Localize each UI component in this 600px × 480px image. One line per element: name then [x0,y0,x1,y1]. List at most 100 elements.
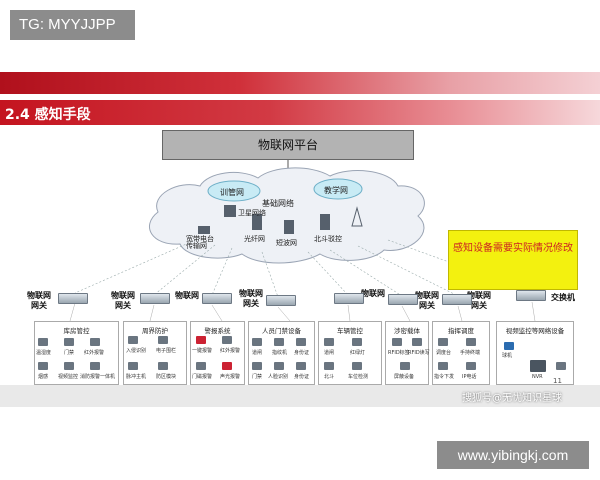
device-icon [324,338,334,346]
device-label: 红外报警 [84,350,105,356]
gateway-switch-icon [334,293,364,304]
device-icon [504,342,514,350]
device-icon [324,362,334,370]
sohu-watermark: 搜狐号@无忧知识星球 [462,393,562,404]
subsystem-title: 视频监控等网络设备 [505,327,565,335]
subsystem-panel [190,321,245,385]
cloud-node-fiber: 光纤网 [244,235,265,243]
device-label: 指纹机 [272,350,288,356]
device-label: 人脸识别 [268,374,289,380]
device-icon [38,338,48,346]
device-label: 入侵识别 [126,348,147,354]
device-label: 消防报警一体机 [80,374,116,380]
gateway-label: 物联网网关 [415,291,439,310]
section-title: 2.4 感知手段 [5,107,91,123]
device-icon [196,362,206,370]
gateway-switch-icon [442,294,472,305]
device-icon [466,362,476,370]
device-label: 调度台 [436,350,452,356]
switch-label: 交换机 [551,293,575,302]
gateway-label: 物联网网关 [239,289,263,308]
device-label: 防区模块 [156,374,177,380]
device-icon [222,362,232,370]
gateway-switch-icon [516,290,546,301]
device-label: 身份证 [294,350,310,356]
device-icon [274,362,284,370]
gateway-label: 物联网网关 [111,291,135,310]
gateway-switch-icon [58,293,88,304]
device-icon [158,336,168,344]
gateway-switch-icon [388,294,418,305]
device-label: 门磁报警 [192,374,213,380]
device-label: 电子围栏 [156,348,177,354]
device-label: 红绿灯 [350,350,366,356]
section-bar [0,100,600,125]
device-icon [412,338,422,346]
gateway-label: 物联网网关 [27,291,51,310]
device-icon [530,360,546,372]
device-icon [252,338,262,346]
cloud-label-teaching: 教学网 [324,186,348,195]
subsystem-title: 人员门禁设备 [262,327,301,335]
device-label: IP电话 [462,374,477,380]
device-label: 温湿度 [36,350,52,356]
device-icon [128,336,138,344]
device-icon [64,338,74,346]
device-icon [222,336,232,344]
device-icon [466,338,476,346]
device-label: 手持终端 [460,350,481,356]
gateway-label: 物联网 [175,291,199,300]
device-label: 球机 [502,353,513,359]
device-icon [438,362,448,370]
watermark-tag: TG: MYYJJPP [10,10,135,40]
cloud-node-satellite: 卫星网络 [238,209,266,217]
subsystem-panel [34,321,119,385]
page-number: 11 [553,377,562,385]
device-label: 车位检测 [348,374,369,380]
gateway-switch-icon [266,295,296,306]
subsystem-panel [432,321,490,385]
device-icon [90,338,100,346]
device-label: 声光报警 [220,374,241,380]
device-label: 北斗 [324,374,335,380]
device-icon [296,362,306,370]
device-icon [400,362,410,370]
subsystem-title: 警报系统 [204,327,231,335]
device-label: 指令下发 [434,374,455,380]
cloud-label-base: 基础网络 [262,199,294,208]
device-label: RFID读写 [408,350,430,356]
device-label: 一键报警 [192,348,213,354]
subsystem-panel [385,321,429,385]
device-icon [392,338,402,346]
subsystem-title: 指挥调度 [448,327,474,335]
subsystem-title: 周界防护 [142,327,168,335]
device-icon [352,362,362,370]
cloud-label-training: 训管网 [220,188,244,197]
device-icon [296,338,306,346]
device-icon [64,362,74,370]
gateway-switch-icon [202,293,232,304]
cloud-node-shortwave: 短波网 [276,239,297,247]
cloud-node-beidou: 北斗驳控 [314,235,342,243]
device-label: RFID标签 [388,350,410,356]
device-icon [556,362,566,370]
device-label: 视频监控 [58,374,79,380]
subsystem-title: 车辆管控 [337,327,363,335]
subsystem-panel [248,321,315,385]
gateway-label: 物联网网关 [467,291,491,310]
iot-platform-box: 物联网平台 [162,130,414,160]
device-icon [158,362,168,370]
device-label: 烟感 [38,374,49,380]
device-label: 红外报警 [220,348,241,354]
device-label: 道闸 [252,350,263,356]
subsystem-panel [123,321,187,385]
device-label: 屏蔽设备 [394,374,415,380]
subsystem-panel [496,321,574,385]
gateway-label: 物联网 [361,289,385,298]
note-callout: 感知设备需要实际情况修改 [448,230,578,290]
device-label: 道闸 [324,350,335,356]
cloud-node-icons [198,205,363,234]
device-icon [438,338,448,346]
device-icon [196,336,206,344]
device-icon [252,362,262,370]
